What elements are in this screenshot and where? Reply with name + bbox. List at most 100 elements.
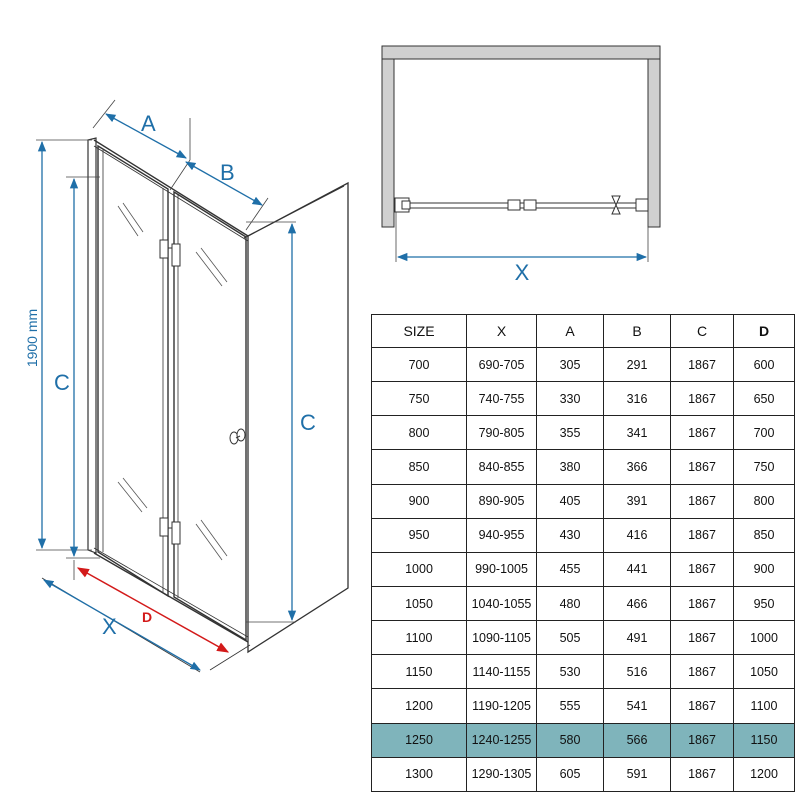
table-cell: 305 [536,346,604,383]
table-cell: 355 [536,415,604,451]
table-cell: 1150 [733,722,795,758]
side-wall-edge [243,185,345,239]
table-cell: 1290-1305 [466,756,537,793]
table-cell: 1867 [670,381,734,417]
b-label: B [220,160,235,185]
height-label: 1900 mm [24,309,40,367]
perspective-view: 1900 mm C C A B X D [24,99,349,673]
door-knob [229,428,246,445]
table-cell: 750 [733,449,795,485]
table-cell: 405 [536,483,604,519]
hinge-top-view [507,199,537,211]
table-cell: 491 [603,620,671,656]
right-profile-top [635,198,649,212]
floor-line-right [209,644,251,671]
table-cell: 950 [371,517,467,553]
table-cell: 455 [536,551,604,587]
a-dimension-line [105,113,187,159]
table-cell: 700 [733,415,795,451]
top-wall [381,45,661,60]
table-cell: 650 [733,381,795,417]
table-cell: 566 [603,722,671,758]
door-bottom-rail-inner [93,547,249,638]
table-cell: 391 [603,483,671,519]
table-cell: 1867 [670,688,734,724]
door-top-rail-inner [93,145,249,242]
table-cell: 1867 [670,517,734,553]
table-cell: 416 [603,517,671,553]
table-cell: 530 [536,654,604,690]
right-wall [647,58,661,228]
left-door-panel [97,144,169,598]
table-cell: 1090-1105 [466,620,537,656]
table-cell: 940-955 [466,517,537,553]
header-x: X [466,314,537,348]
table-cell: 1200 [733,756,795,793]
table-cell: 291 [603,346,671,383]
table-cell: 1140-1155 [466,654,537,690]
table-cell: 366 [603,449,671,485]
table-cell: 380 [536,449,604,485]
table-cell: 1100 [371,620,467,656]
table-cell: 605 [536,756,604,793]
wall-profile [87,137,97,554]
left-profile-top [394,197,411,213]
table-cell: 1867 [670,551,734,587]
d-label: D [142,609,152,625]
b-dimension-line [185,161,263,206]
right-door-panel [173,190,247,642]
header-b: B [603,314,671,348]
table-cell: 800 [733,483,795,519]
table-cell: 1050 [371,585,467,622]
glass-reflections [117,202,228,561]
table-cell: 740-755 [466,381,537,417]
d-dimension-line [76,567,230,653]
header-c: C [670,314,734,348]
table-cell: 441 [603,551,671,587]
table-cell: 1867 [670,449,734,485]
table-cell: 600 [733,346,795,383]
table-cell: 555 [536,688,604,724]
table-header-row: SIZE X A B C D [371,314,795,348]
knob-top-view [611,195,621,215]
table-cell: 1240-1255 [466,722,537,758]
c-right-label: C [300,410,316,435]
hinge-top [159,239,181,267]
table-cell: 330 [536,381,604,417]
header-size: SIZE [371,314,467,348]
table-cell: 480 [536,585,604,622]
x-top-label: X [515,260,530,285]
table-cell: 466 [603,585,671,622]
table-cell: 800 [371,415,467,451]
table-cell: 850 [371,449,467,485]
table-cell: 950 [733,585,795,622]
table-cell: 580 [536,722,604,758]
table-cell: 541 [603,688,671,724]
table-cell: 850 [733,517,795,553]
table-cell: 1040-1055 [466,585,537,622]
table-cell: 1000 [733,620,795,656]
table-cell: 1300 [371,756,467,793]
table-cell: 1200 [371,688,467,724]
left-wall [381,58,395,228]
table-cell: 1150 [371,654,467,690]
door-bottom-rail [93,552,249,643]
table-cell: 890-905 [466,483,537,519]
table-cell: 505 [536,620,604,656]
header-a: A [536,314,604,348]
table-cell: 700 [371,346,467,383]
table-cell: 1250 [371,722,467,758]
side-wall-panel [247,181,349,654]
